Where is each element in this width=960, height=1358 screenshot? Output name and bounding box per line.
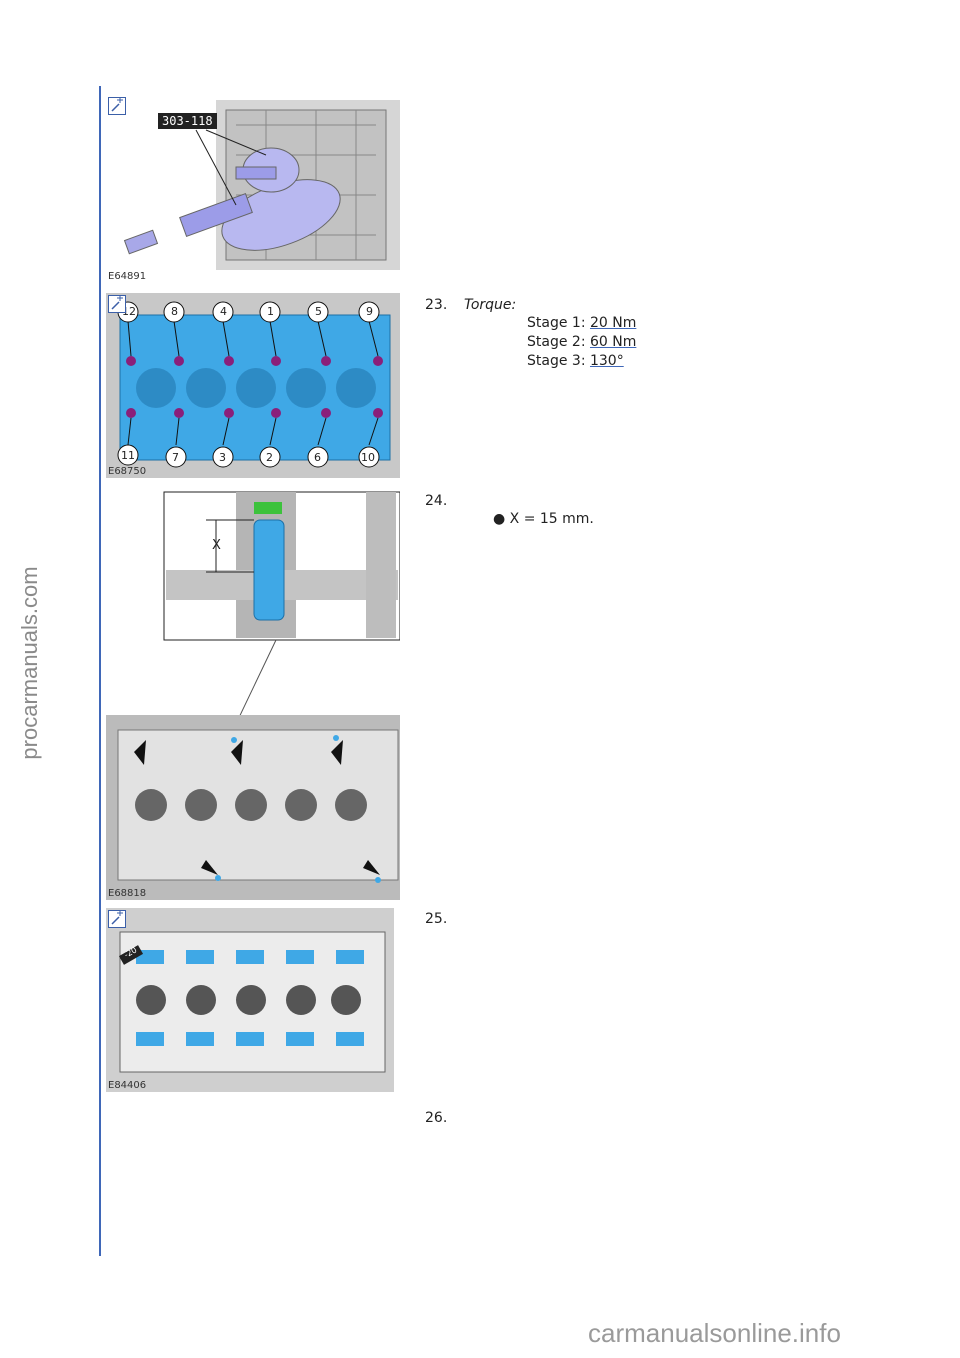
callout-2: 2 — [266, 451, 273, 464]
stage-2-value[interactable]: 60 Nm — [589, 334, 637, 350]
camshaft-housing-illustration — [106, 908, 394, 1092]
side-watermark: procarmanuals.com — [17, 566, 42, 760]
dowel-height-illustration — [106, 491, 400, 900]
callout-9: 9 — [366, 305, 373, 318]
stage-2: Stage 2: 60 Nm — [527, 334, 636, 350]
figure-e64891: 303-118 E64891 — [106, 95, 400, 285]
zoom-icon[interactable] — [108, 295, 126, 313]
torque-label: Torque: — [464, 297, 517, 313]
dimension-label-x: X — [212, 538, 221, 553]
zoom-icon[interactable] — [108, 910, 126, 928]
step-26-number: 26. — [425, 1110, 448, 1126]
stage-1: Stage 1: 20 Nm — [527, 315, 636, 331]
stage-3: Stage 3: 130° — [527, 353, 624, 369]
figure-e68818: X E68818 — [106, 490, 400, 900]
callout-8: 8 — [171, 305, 178, 318]
callout-bottom: 11 7 3 2 6 10 — [106, 449, 400, 464]
engine-tool-illustration — [123, 100, 400, 270]
callout-1: 1 — [267, 305, 274, 318]
callout-top: 12 8 4 1 5 9 — [106, 305, 400, 319]
figure-id: E68818 — [108, 888, 147, 899]
figure-e68750: 12 8 4 1 5 9 11 7 3 2 6 10 E68750 — [106, 293, 400, 478]
callout-11: 11 — [121, 449, 135, 462]
callout-4: 4 — [220, 305, 227, 318]
page-margin-line — [99, 86, 101, 1256]
step-25-number: 25. — [425, 911, 448, 927]
figure-e84406: -20 E84406 — [106, 908, 394, 1092]
bullet-icon: ● — [493, 511, 510, 527]
stage-3-value[interactable]: 130° — [589, 353, 624, 369]
stage-3-label: Stage 3: — [527, 353, 586, 369]
bullet-item: ● X = 15 mm. — [493, 511, 594, 527]
callout-5: 5 — [315, 305, 322, 318]
callout-6: 6 — [314, 451, 321, 464]
bottom-watermark: carmanualsonline.info — [588, 1318, 841, 1348]
step-24-number: 24. — [425, 493, 448, 509]
callout-7: 7 — [172, 451, 179, 464]
figure-id: E68750 — [108, 466, 147, 477]
cylinder-head-bolt-sequence — [106, 293, 400, 478]
tool-label-303-118: 303-118 — [158, 113, 217, 129]
callout-10: 10 — [361, 451, 375, 464]
stage-1-value[interactable]: 20 Nm — [589, 315, 637, 331]
stage-2-label: Stage 2: — [527, 334, 586, 350]
stage-1-label: Stage 1: — [527, 315, 586, 331]
bullet-text: X = 15 mm. — [509, 511, 594, 527]
step-23-number: 23. — [425, 297, 448, 313]
figure-id: E64891 — [108, 271, 147, 282]
callout-3: 3 — [219, 451, 226, 464]
zoom-icon[interactable] — [108, 97, 126, 115]
figure-id: E84406 — [108, 1080, 147, 1091]
